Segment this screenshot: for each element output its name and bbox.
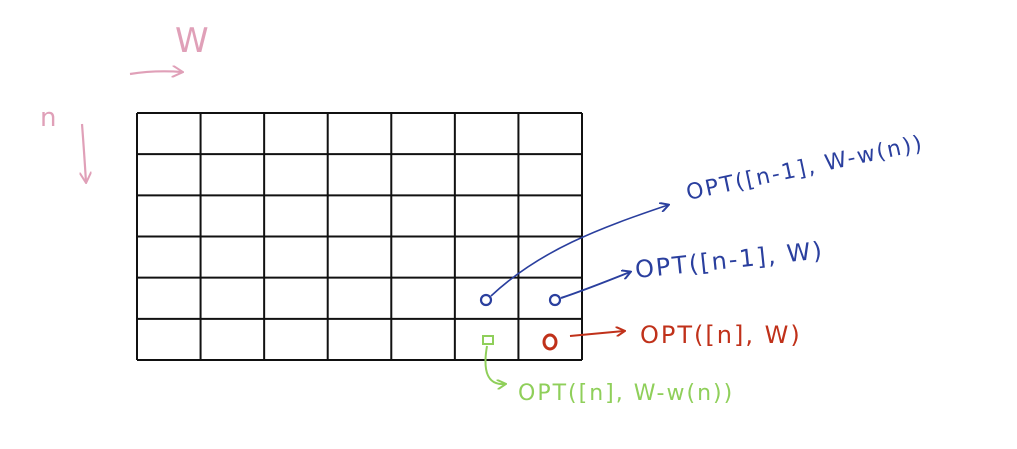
cell-marker-blue-right (548, 293, 562, 307)
annotation-opt-n1-w: OPT([n-1], W) (634, 236, 825, 284)
arrow-to-opt-n1-w-wn (490, 205, 668, 297)
axis-arrow-right (129, 71, 182, 74)
annotation-opt-n-w-wn: OPT([n], W-w(n)) (518, 381, 734, 406)
cell-marker-green (482, 335, 494, 345)
axis-label-w: W (175, 21, 209, 61)
arrow-to-opt-n-w-wn (484, 345, 505, 384)
arrow-to-opt-n-w (569, 331, 624, 337)
cell-marker-blue-left (479, 293, 493, 307)
axis-label-n: n (40, 103, 56, 133)
cell-marker-red (542, 333, 558, 351)
axis-arrow-down (82, 123, 86, 182)
annotation-opt-n1-w-wn: OPT([n-1], W-w(n)) (684, 131, 926, 206)
annotation-opt-n-w: OPT([n], W) (640, 321, 802, 349)
dp-grid (136, 112, 583, 361)
arrow-to-opt-n1-w (560, 272, 630, 299)
